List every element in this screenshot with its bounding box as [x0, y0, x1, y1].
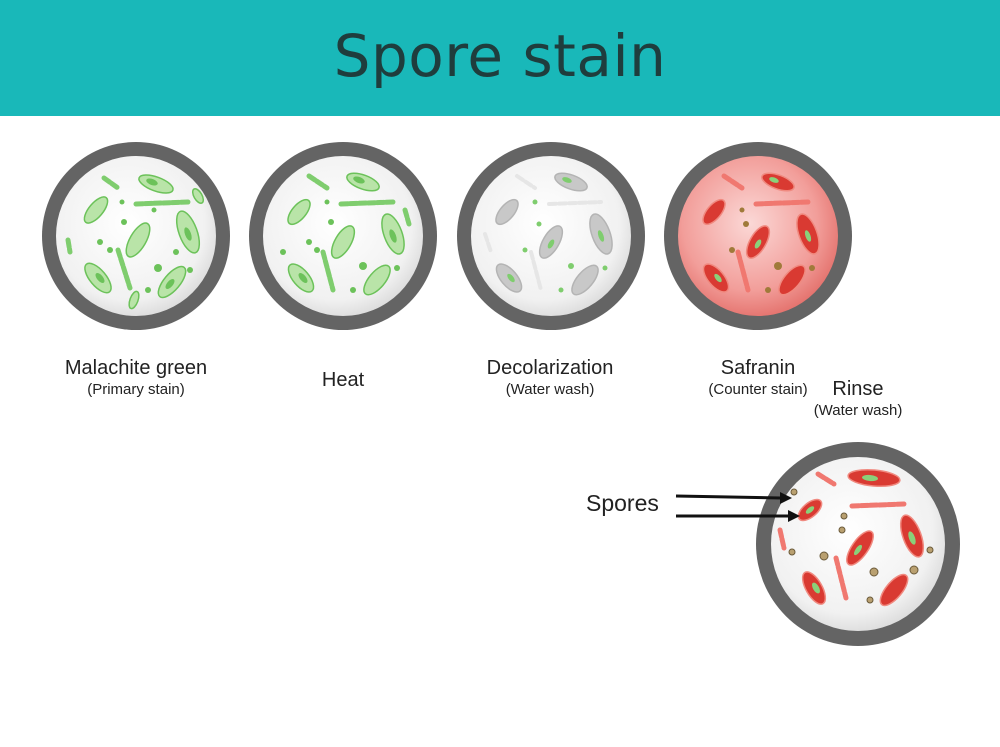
step-label-rinse: Rinse (Water wash) [758, 377, 958, 420]
step-subtitle: (Counter stain) [708, 381, 808, 398]
arrowhead-icon [788, 510, 800, 522]
page-title: Spore stain [333, 22, 667, 90]
step-subtitle: (Primary stain) [87, 381, 185, 398]
dish-heat [249, 142, 437, 330]
dish-malachite-green [42, 142, 230, 330]
dish-rinse [756, 442, 960, 646]
step-subtitle: (Water wash) [813, 402, 903, 419]
step-label-heat: Heat [243, 368, 443, 392]
step-title: Rinse [832, 378, 884, 400]
dish-safranin [664, 142, 852, 330]
step-title: Malachite green [64, 357, 208, 379]
spores-label: Spores [586, 490, 659, 516]
step-label-decolarization: Decolarization (Water wash) [450, 356, 650, 399]
step-label-safranin: Safranin (Counter stain) [658, 356, 858, 399]
arrowhead-icon [780, 492, 792, 504]
step-title: Decolarization [486, 357, 614, 379]
dish-decolarization [457, 142, 645, 330]
step-title: Safranin [720, 357, 796, 379]
spores-arrows [675, 492, 800, 522]
title-banner: Spore stain [0, 0, 1000, 116]
step-title: Heat [321, 369, 365, 391]
step-label-malachite-green: Malachite green (Primary stain) [36, 356, 236, 399]
step-subtitle: (Water wash) [505, 381, 595, 398]
arrow-line [675, 494, 781, 500]
